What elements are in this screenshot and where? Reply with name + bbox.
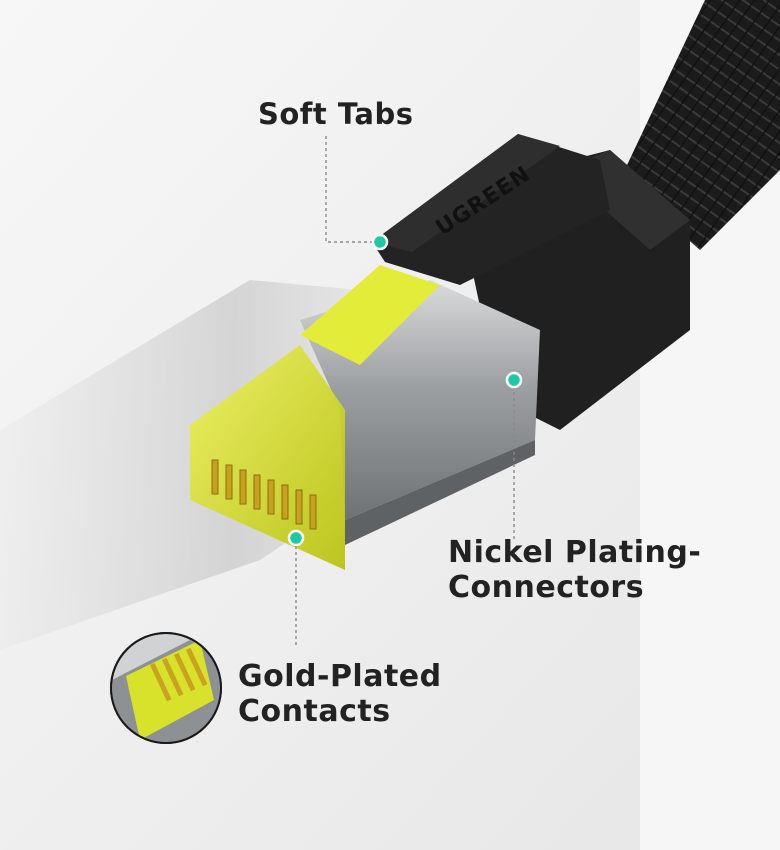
callout-nickel-plating: Nickel Plating- Connectors	[448, 535, 702, 605]
leader-soft-tabs	[325, 136, 378, 243]
dot-nickel	[505, 371, 523, 389]
dot-soft-tabs	[371, 233, 389, 251]
yellow-plug	[190, 345, 345, 570]
shield-front	[345, 440, 535, 545]
nickel-label-line1: Nickel Plating-	[448, 535, 702, 570]
braided-cable	[620, 0, 780, 250]
inset-closeup	[110, 632, 222, 744]
yellow-latch	[300, 265, 440, 365]
callout-soft-tabs: Soft Tabs	[258, 97, 414, 131]
soft-tab	[372, 134, 610, 285]
contact-pins	[211, 459, 317, 530]
dot-gold	[287, 529, 305, 547]
nickel-label-line2: Connectors	[448, 569, 645, 605]
soft-tab-top	[372, 134, 560, 252]
gold-label-line1: Gold-Plated	[238, 659, 442, 694]
soft-tabs-label: Soft Tabs	[258, 97, 414, 131]
gold-label-line2: Contacts	[238, 693, 391, 729]
callout-gold-plated: Gold-Plated Contacts	[238, 659, 442, 729]
